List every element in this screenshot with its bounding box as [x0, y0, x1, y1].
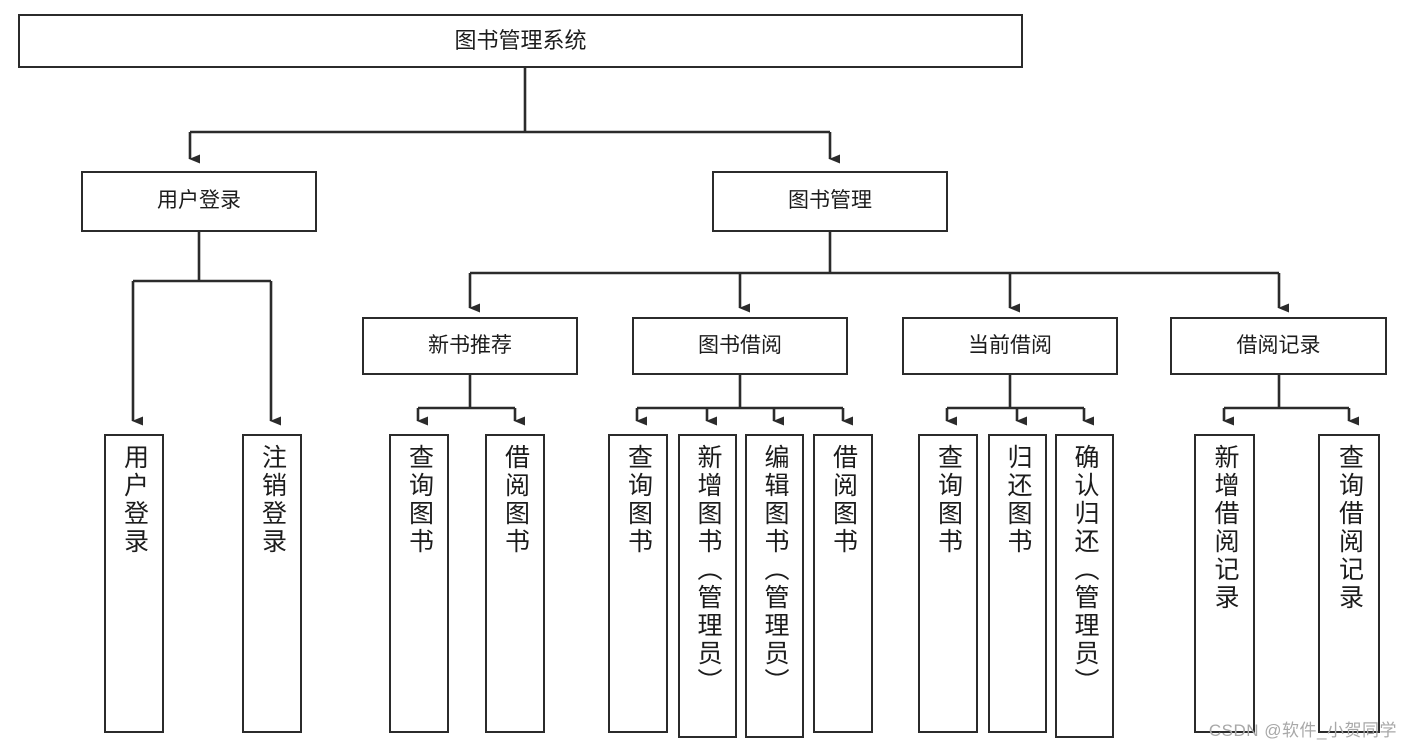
node-label: 借阅图书	[501, 444, 530, 556]
node-leaf-borrow-book[interactable]: 借阅图书	[813, 434, 873, 733]
node-label: 编辑图书（管理员）	[761, 444, 789, 696]
node-label: 新书推荐	[428, 333, 512, 357]
node-current-borrow[interactable]: 当前借阅	[902, 317, 1118, 375]
node-leaf-confirm-return-admin[interactable]: 确认归还（管理员）	[1055, 434, 1114, 738]
node-leaf-borrow-book-recommend[interactable]: 借阅图书	[485, 434, 545, 733]
node-label: 查询图书	[624, 444, 653, 556]
node-label: 新增借阅记录	[1211, 444, 1239, 612]
node-root-book-management-system[interactable]: 图书管理系统	[18, 14, 1023, 68]
node-leaf-query-book-recommend[interactable]: 查询图书	[389, 434, 449, 733]
node-book-management[interactable]: 图书管理	[712, 171, 948, 232]
node-leaf-query-book-borrow[interactable]: 查询图书	[608, 434, 668, 733]
node-leaf-edit-book-admin[interactable]: 编辑图书（管理员）	[745, 434, 804, 738]
node-label: 用户登录	[157, 189, 241, 213]
node-new-book-recommend[interactable]: 新书推荐	[362, 317, 578, 375]
node-label: 借阅记录	[1236, 333, 1321, 357]
node-label: 图书借阅	[698, 333, 782, 357]
node-label: 归还图书	[1004, 444, 1032, 556]
node-leaf-query-borrow-record[interactable]: 查询借阅记录	[1318, 434, 1380, 733]
node-label: 借阅图书	[829, 444, 858, 556]
node-book-borrow[interactable]: 图书借阅	[632, 317, 848, 375]
node-leaf-add-borrow-record[interactable]: 新增借阅记录	[1194, 434, 1255, 733]
node-label: 注销登录	[258, 444, 287, 556]
node-label: 用户登录	[120, 444, 149, 556]
node-leaf-query-book-current[interactable]: 查询图书	[918, 434, 978, 733]
node-label: 查询图书	[934, 444, 963, 556]
node-label: 确认归还（管理员）	[1071, 444, 1099, 696]
node-label: 查询图书	[405, 444, 434, 556]
node-label: 图书管理	[788, 189, 872, 213]
node-user-login[interactable]: 用户登录	[81, 171, 317, 232]
node-leaf-return-book[interactable]: 归还图书	[988, 434, 1047, 733]
node-leaf-logout[interactable]: 注销登录	[242, 434, 302, 733]
node-label: 当前借阅	[968, 333, 1052, 357]
node-label: 新增图书（管理员）	[694, 444, 722, 696]
csdn-watermark: CSDN @软件_小贺同学	[1208, 721, 1397, 740]
node-leaf-user-login[interactable]: 用户登录	[104, 434, 164, 733]
node-label: 查询借阅记录	[1335, 444, 1364, 612]
node-leaf-add-book-admin[interactable]: 新增图书（管理员）	[678, 434, 737, 738]
node-borrow-record[interactable]: 借阅记录	[1170, 317, 1387, 375]
node-label: 图书管理系统	[454, 28, 587, 54]
